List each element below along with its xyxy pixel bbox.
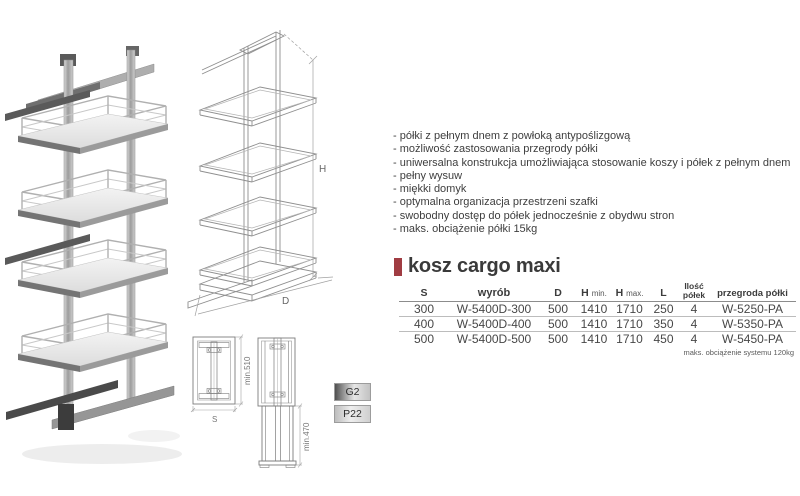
accent-bar (394, 257, 402, 276)
technical-drawing-iso: H D (186, 12, 336, 339)
cell-d: 500 (539, 316, 577, 332)
front-view-outline (257, 337, 297, 468)
dimension-label-min470: min.470 (302, 422, 311, 451)
cell-l: 450 (653, 332, 674, 346)
col-header-h-min: H min. (577, 282, 611, 302)
table-footnote: maks. obciążenie systemu 120kg (683, 348, 794, 357)
table-row: 400 W-5400D-400 500 1410 1710 350 4 W-53… (399, 316, 796, 332)
technical-drawing-views: min.510 S (190, 330, 322, 496)
badge-list: G2 P22 (334, 383, 371, 423)
h-max-main: H (615, 287, 624, 299)
dimension-label-min510: min.510 (243, 356, 252, 385)
badge-g2: G2 (334, 383, 371, 401)
cell-h-max: 1710 (611, 301, 648, 317)
dimension-label-s: S (212, 415, 217, 424)
page-title: kosz cargo maxi (408, 255, 561, 277)
col-header-l: L (648, 282, 679, 302)
product-photo (2, 4, 184, 495)
cell-wyrob: W-5400D-300 (449, 301, 539, 317)
cell-przegroda: W-5450-PA (722, 332, 783, 346)
views-drawing-image: min.510 S (190, 334, 311, 468)
cell-przegroda: W-5250-PA (709, 301, 796, 317)
table-row: 300 W-5400D-300 500 1410 1710 250 4 W-52… (399, 301, 796, 317)
ilosc-line2: półek (682, 289, 706, 300)
ilosc-line1: Ilość (684, 281, 704, 291)
feature-item: - uniwersalna konstrukcja umożliwiająca … (393, 156, 791, 169)
top-view-outline (192, 336, 236, 405)
col-header-d: D (539, 282, 577, 302)
dimension-label-h: H (319, 164, 326, 175)
cell-s: 300 (399, 301, 449, 317)
cell-h-min: 1410 (580, 332, 608, 346)
col-header-s: S (399, 282, 449, 302)
badge-p22: P22 (334, 405, 371, 423)
product-photo-image (5, 46, 182, 464)
cell-ilosc: 4 (679, 316, 709, 332)
feature-item: - optymalna organizacja przestrzeni szaf… (393, 196, 598, 209)
cell-wyrob: W-5400D-500 (456, 332, 532, 346)
cell-l: 250 (648, 301, 679, 317)
col-header-wyrob: wyrób (449, 282, 539, 302)
h-min-sub: min. (591, 289, 607, 298)
feature-item: - miękki domyk (393, 183, 467, 196)
title-row: kosz cargo maxi (394, 255, 561, 278)
cell-wyrob: W-5400D-400 (449, 316, 539, 332)
cell-s: 500 (413, 332, 435, 346)
cell-ilosc: 4 (679, 301, 709, 317)
cell-h-min: 1410 (577, 301, 611, 317)
feature-item: - półki z pełnym dnem z powłoką antypośl… (393, 130, 631, 142)
cell-d: 500 (547, 332, 569, 346)
col-header-przegroda: przegroda półki (709, 282, 796, 302)
col-header-h-max: H max. (611, 282, 648, 302)
feature-item: - maks. obciążenie półki 15kg (393, 223, 538, 236)
cell-l: 350 (648, 316, 679, 332)
cell-przegroda: W-5350-PA (709, 316, 796, 332)
cell-d: 500 (539, 301, 577, 317)
cell-h-max: 1710 (611, 316, 648, 332)
cell-h-min: 1410 (577, 316, 611, 332)
iso-drawing-image: H D (187, 30, 334, 317)
front-view-dimensions (295, 403, 303, 468)
cell-s: 400 (399, 316, 449, 332)
dimension-label-d: D (282, 296, 289, 307)
table-row: 500 W-5400D-500 500 1410 1710 450 4 W-54… (399, 332, 796, 346)
cell-h-max: 1710 (616, 332, 643, 346)
cell-ilosc: 4 (690, 332, 698, 346)
feature-item: - możliwość zastosowania przegrody półki (393, 143, 598, 156)
h-min-main: H (581, 287, 589, 299)
feature-item: - pełny wysuw (393, 169, 463, 182)
h-max-sub: max. (626, 289, 644, 298)
features-list: - półki z pełnym dnem z powłoką antypośl… (393, 130, 799, 236)
feature-item: - swobodny dostęp do półek jednocześnie … (393, 209, 675, 222)
top-view-dimensions (190, 334, 244, 413)
